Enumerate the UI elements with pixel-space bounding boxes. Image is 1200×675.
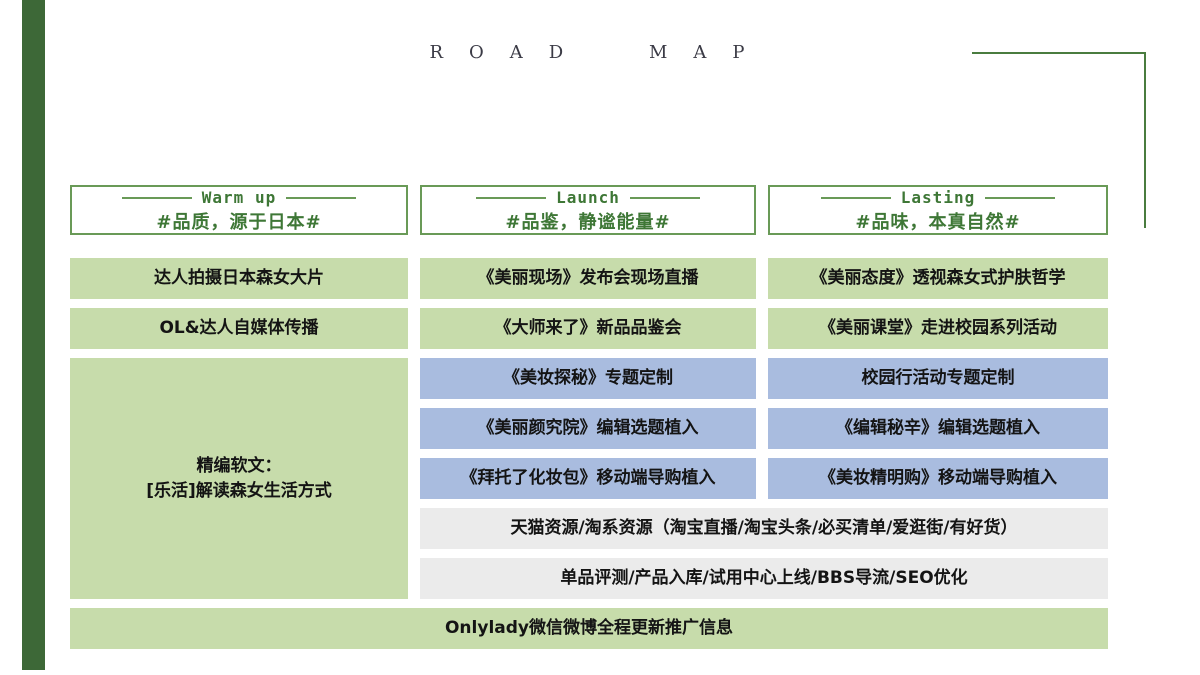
phase-header-warm-up: Warm up #品质，源于日本# — [70, 185, 408, 235]
header-rule-right — [985, 196, 1056, 199]
title-connector-line-vertical — [1144, 52, 1146, 228]
warmup-item-softarticle: 精编软文： [乐活]解读森女生活方式 — [70, 358, 408, 599]
phase-header-launch: Launch #品鉴，静谧能量# — [420, 185, 756, 235]
lasting-item-skincare-philosophy: 《美丽态度》透视森女式护肤哲学 — [768, 258, 1108, 299]
lasting-item-campus-series: 《美丽课堂》走进校园系列活动 — [768, 308, 1108, 349]
phase-header-lasting: Lasting #品味，本真自然# — [768, 185, 1108, 235]
phase-title-cn: #品质，源于日本# — [156, 212, 322, 233]
page-title: ROAD MAP — [429, 42, 771, 63]
phase-title-cn: #品味，本真自然# — [855, 212, 1021, 233]
phase-headers: Warm up #品质，源于日本# Launch #品鉴，静谧能量# Lasti… — [70, 185, 1108, 235]
launch-item-mobile-shopping: 《拜托了化妆包》移动端导购植入 — [420, 458, 756, 499]
shared-item-seo-bbs: 单品评测/产品入库/试用中心上线/BBS导流/SEO优化 — [420, 558, 1108, 599]
launch-item-editor-topic: 《美丽颜究院》编辑选题植入 — [420, 408, 756, 449]
lasting-item-mobile-shopping: 《美妆精明购》移动端导购植入 — [768, 458, 1108, 499]
launch-item-tasting-event: 《大师来了》新品品鉴会 — [420, 308, 756, 349]
phase-title-en: Lasting — [900, 188, 976, 207]
launch-item-live-broadcast: 《美丽现场》发布会现场直播 — [420, 258, 756, 299]
header-rule-right — [629, 196, 700, 199]
phase-title-en: Launch — [556, 188, 620, 207]
launch-item-topic-custom: 《美妆探秘》专题定制 — [420, 358, 756, 399]
warmup-item-self-media: OL&达人自媒体传播 — [70, 308, 408, 349]
left-accent-bar — [22, 0, 45, 670]
header-rule-left — [476, 196, 547, 199]
lasting-item-campus-topic-custom: 校园行活动专题定制 — [768, 358, 1108, 399]
header-rule-left — [121, 196, 192, 199]
shared-item-tmall-resources: 天猫资源/淘系资源（淘宝直播/淘宝头条/必买清单/爱逛街/有好货） — [420, 508, 1108, 549]
header-rule-right — [286, 196, 357, 199]
lasting-item-editor-topic: 《编辑秘辛》编辑选题植入 — [768, 408, 1108, 449]
phase-title-en: Warm up — [201, 188, 277, 207]
softarticle-line-1: 精编软文： — [196, 455, 282, 476]
warmup-item-photoshoot: 达人拍摄日本森女大片 — [70, 258, 408, 299]
footer-banner-onlylady: Onlylady微信微博全程更新推广信息 — [70, 608, 1108, 649]
title-connector-line-horizontal — [972, 52, 1146, 54]
header-rule-left — [820, 196, 891, 199]
roadmap-grid: 达人拍摄日本森女大片 《美丽现场》发布会现场直播 《美丽态度》透视森女式护肤哲学… — [70, 258, 1108, 649]
phase-title-cn: #品鉴，静谧能量# — [505, 212, 671, 233]
softarticle-line-2: [乐活]解读森女生活方式 — [146, 480, 332, 501]
